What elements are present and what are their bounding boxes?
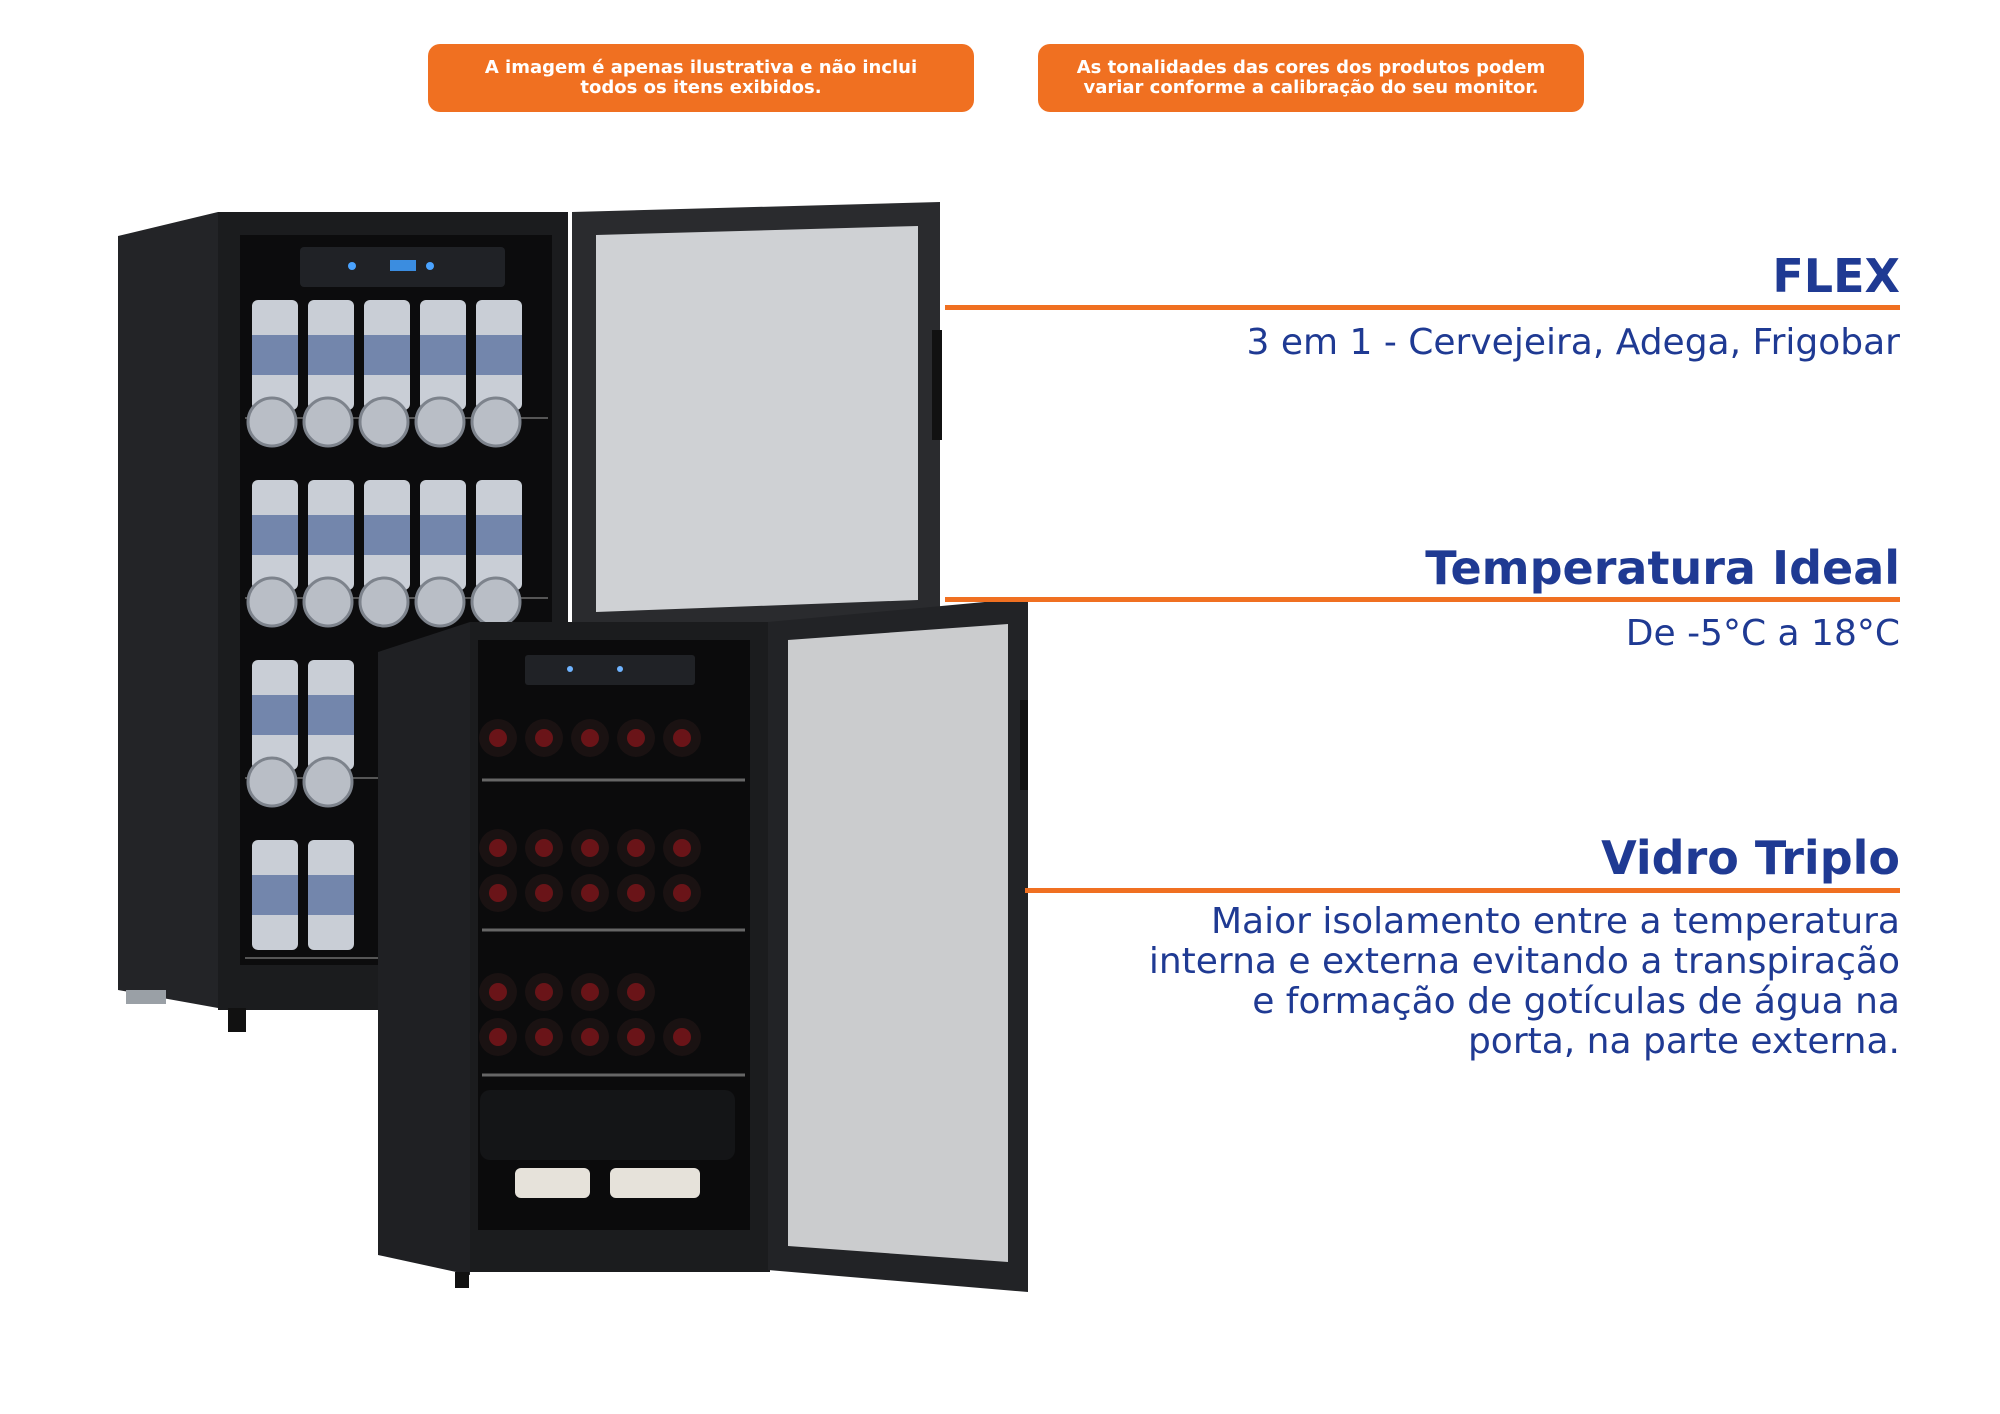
disclaimer-illustrative-badge: A imagem é apenas ilustrativa e não incl… xyxy=(428,44,974,112)
can-label xyxy=(252,875,298,915)
bottle-neck xyxy=(673,729,691,747)
feature-glass-divider xyxy=(1025,888,1900,893)
wine-cooler-image xyxy=(378,598,1028,1292)
bottle-neck xyxy=(489,729,507,747)
disclaimer-color-badge: As tonalidades das cores dos produtos po… xyxy=(1038,44,1584,112)
can-top xyxy=(414,576,466,628)
bottle-neck xyxy=(535,839,553,857)
bottle-neck xyxy=(581,839,599,857)
can-top xyxy=(414,396,466,448)
lying-bottle xyxy=(610,1168,700,1198)
can-label xyxy=(364,515,410,555)
can-label xyxy=(364,335,410,375)
can-top xyxy=(246,576,298,628)
can-label xyxy=(476,515,522,555)
can-label xyxy=(420,335,466,375)
product-illustration xyxy=(118,202,1028,1292)
can-top xyxy=(470,396,522,448)
can-label xyxy=(308,875,354,915)
can-top xyxy=(302,576,354,628)
bottle-neck xyxy=(581,983,599,1001)
bottle-neck xyxy=(581,1028,599,1046)
feature-temperature-title: Temperatura Ideal xyxy=(1425,541,1900,595)
bottle-neck xyxy=(627,1028,645,1046)
bottle-neck xyxy=(489,884,507,902)
feature-glass-description: Maior isolamento entre a temperatura int… xyxy=(1148,901,1900,1062)
bottle-neck xyxy=(627,983,645,1001)
bottle-neck xyxy=(489,983,507,1001)
can-label xyxy=(420,515,466,555)
bottle-neck xyxy=(535,983,553,1001)
bottle-neck xyxy=(627,884,645,902)
bottle-neck xyxy=(535,884,553,902)
bottle-neck xyxy=(673,1028,691,1046)
bottle-neck xyxy=(673,839,691,857)
can-top xyxy=(246,756,298,808)
bottle-neck xyxy=(535,729,553,747)
bottle-neck xyxy=(673,884,691,902)
feature-flex-description: 3 em 1 - Cervejeira, Adega, Frigobar xyxy=(1246,322,1900,363)
can-label xyxy=(308,515,354,555)
feature-glass-title: Vidro Triplo xyxy=(1601,831,1900,885)
can-top xyxy=(246,396,298,448)
lying-bottle xyxy=(515,1168,590,1198)
cans-shelves xyxy=(245,300,548,959)
feature-flex-title: FLEX xyxy=(1772,249,1900,303)
can-top xyxy=(358,396,410,448)
feature-flex-divider xyxy=(945,305,1900,310)
can-top xyxy=(470,576,522,628)
can-top xyxy=(302,396,354,448)
bottle-neck xyxy=(581,729,599,747)
can-label xyxy=(476,335,522,375)
wine-racks xyxy=(479,719,745,1198)
disclaimer-illustrative-text: A imagem é apenas ilustrativa e não incl… xyxy=(484,57,918,98)
bottle-neck xyxy=(581,884,599,902)
feature-temperature-description: De -5°C a 18°C xyxy=(1625,613,1900,654)
can-label xyxy=(252,695,298,735)
bottle-neck xyxy=(489,1028,507,1046)
can-label xyxy=(252,335,298,375)
can-label xyxy=(252,515,298,555)
feature-temperature-divider xyxy=(945,597,1900,602)
bottle-neck xyxy=(489,839,507,857)
bottle-neck xyxy=(535,1028,553,1046)
bottle-neck xyxy=(627,729,645,747)
bottle-neck xyxy=(627,839,645,857)
can-top xyxy=(358,576,410,628)
can-label xyxy=(308,695,354,735)
can-label xyxy=(308,335,354,375)
disclaimer-color-text: As tonalidades das cores dos produtos po… xyxy=(1076,57,1546,98)
can-top xyxy=(302,756,354,808)
